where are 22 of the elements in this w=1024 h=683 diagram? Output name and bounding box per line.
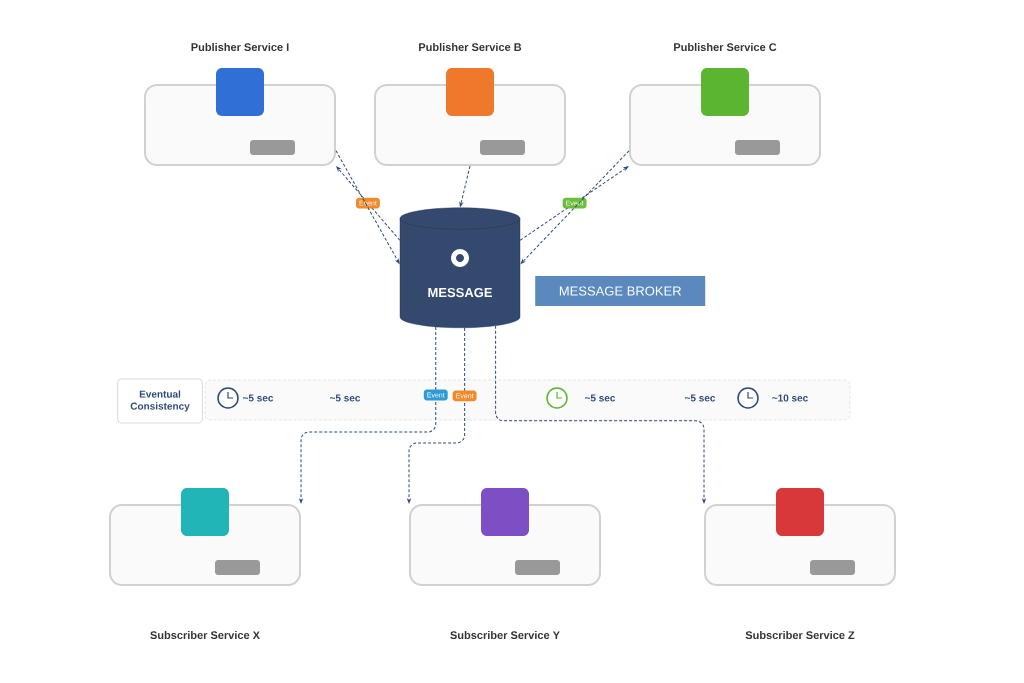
arrow [520, 150, 630, 264]
info-box: Eventual Consistency [117, 378, 203, 424]
arrow [495, 325, 706, 504]
latency-label: ~5 sec [684, 394, 716, 402]
arrow [299, 326, 437, 504]
arrow [336, 166, 401, 241]
node-label: Publisher Service I [191, 42, 289, 52]
latency-label: ~5 sec [242, 394, 274, 402]
node-label: Publisher Service C [674, 42, 777, 52]
node-label: Publisher Service B [419, 42, 522, 52]
banner: MESSAGE BROKER [535, 276, 706, 306]
arrow [459, 165, 471, 207]
node-label: Subscriber Service Z [745, 630, 855, 640]
arrow [335, 150, 400, 264]
latency-label: ~10 sec [772, 394, 808, 402]
latency-label: ~5 sec [329, 394, 361, 402]
arrow [519, 166, 629, 241]
latency-label: ~5 sec [584, 394, 616, 402]
arrow [407, 327, 466, 504]
node-label: Subscriber Service Y [450, 630, 560, 640]
node-label: Subscriber Service X [150, 630, 260, 640]
database-cylinder: MESSAGE [399, 207, 521, 328]
